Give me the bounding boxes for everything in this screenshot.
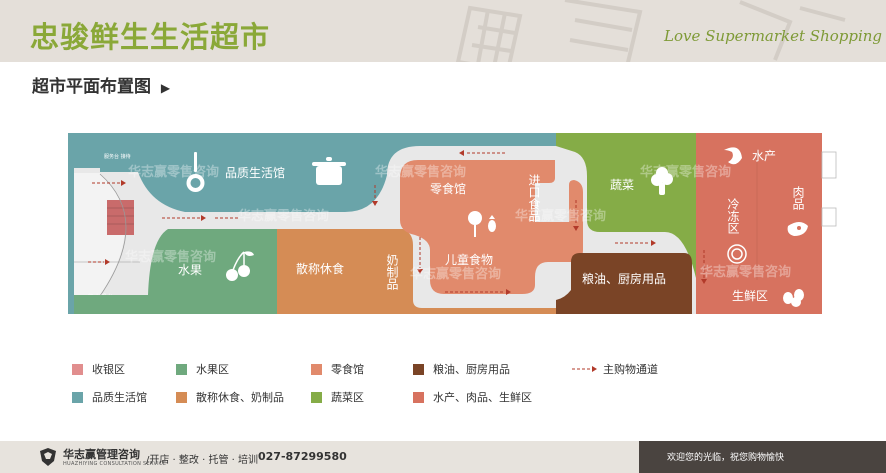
zone-fruit	[74, 229, 277, 314]
label-vegetables: 蔬菜	[610, 178, 634, 192]
label-fruit: 水果	[178, 263, 202, 277]
company-logo-icon	[40, 448, 56, 466]
checkout-arc-line	[99, 173, 127, 297]
watermark-5: 华志赢零售咨询	[410, 266, 501, 282]
label-fresh: 生鲜区	[732, 289, 768, 303]
company-phone: 027-87299580	[258, 450, 347, 463]
label-kids-food: 儿童食物	[445, 252, 493, 267]
broccoli-icon	[651, 167, 673, 195]
dashed-arrow-icon	[572, 366, 597, 372]
label-imported-food: 进口食品	[527, 174, 541, 222]
whisk-icon	[186, 152, 205, 192]
zone-quality-life	[68, 133, 556, 212]
company-name: 华志赢管理咨询	[63, 448, 140, 461]
company-services: /开店 · 整改 · 托管 · 培训	[146, 455, 258, 466]
label-meat: 肉品	[791, 186, 805, 210]
welcome-text: 欢迎您的光临，祝您购物愉快	[667, 453, 785, 463]
label-frozen: 冷冻区	[726, 198, 740, 234]
zone-bulk-snacks	[277, 229, 556, 314]
legend-fresh: 水产、肉品、生鲜区	[413, 389, 532, 405]
zone-grain-oil	[556, 253, 692, 314]
meat-icon	[787, 222, 808, 236]
checkout-label-1: 服务台 接待	[104, 153, 131, 160]
watermark-3: 华志赢零售咨询	[375, 164, 466, 180]
pot-icon	[312, 157, 346, 185]
shrimp-icon	[724, 147, 742, 165]
watermark-6: 华志赢零售咨询	[515, 208, 606, 224]
cart-watermark-icon	[455, 0, 846, 62]
eggs-icon	[783, 289, 804, 307]
arrow-right-icon: ▶	[160, 81, 171, 95]
footer-welcome-bar: 欢迎您的光临，祝您购物愉快	[639, 441, 886, 473]
cherries-icon	[226, 251, 254, 281]
legend-quality-life: 品质生活馆	[72, 389, 147, 405]
label-dairy: 奶制品	[385, 254, 399, 290]
footer: 华志赢管理咨询 HUAZHIYING CONSULTATION SERVICE …	[0, 441, 886, 473]
frozen-roll-icon	[727, 244, 747, 264]
company-name-en: HUAZHIYING CONSULTATION SERVICE	[63, 461, 167, 467]
legend-vegetables: 蔬菜区	[311, 389, 364, 405]
watermark-4: 华志赢零售咨询	[125, 249, 216, 265]
label-aquatic: 水产	[752, 149, 776, 163]
candy-icon	[468, 211, 496, 237]
label-bulk-snacks: 散称休食	[296, 261, 344, 276]
main-aisle-arrows	[88, 150, 707, 295]
label-grain-oil: 粮油、厨房用品	[582, 271, 666, 286]
legend-main-aisle: 主购物通道	[572, 361, 658, 377]
legend-grain-oil: 粮油、厨房用品	[413, 361, 510, 377]
legend-snack-hall: 零食馆	[311, 361, 364, 377]
page-subtitle: 超市平面布置图 ▶	[32, 77, 171, 97]
watermark-1: 华志赢零售咨询	[128, 164, 219, 180]
legend-fruit: 水果区	[176, 361, 229, 377]
store-slogan: Love Supermarket Shopping	[664, 27, 883, 45]
zone-quality-life-strip	[68, 168, 74, 314]
label-snack-hall: 零食馆	[430, 181, 466, 196]
watermark-2: 华志赢零售咨询	[238, 208, 329, 224]
legend-bulk-dairy: 散称休食、奶制品	[176, 389, 284, 405]
label-quality-life: 品质生活馆	[225, 165, 285, 180]
legend-checkout: 收银区	[72, 361, 125, 377]
zone-checkout-counter	[107, 200, 134, 235]
header-banner: 忠骏鲜生生活超市 Love Supermarket Shopping	[0, 0, 886, 62]
store-title: 忠骏鲜生生活超市	[30, 20, 271, 54]
watermark-8: 华志赢零售咨询	[700, 264, 791, 280]
